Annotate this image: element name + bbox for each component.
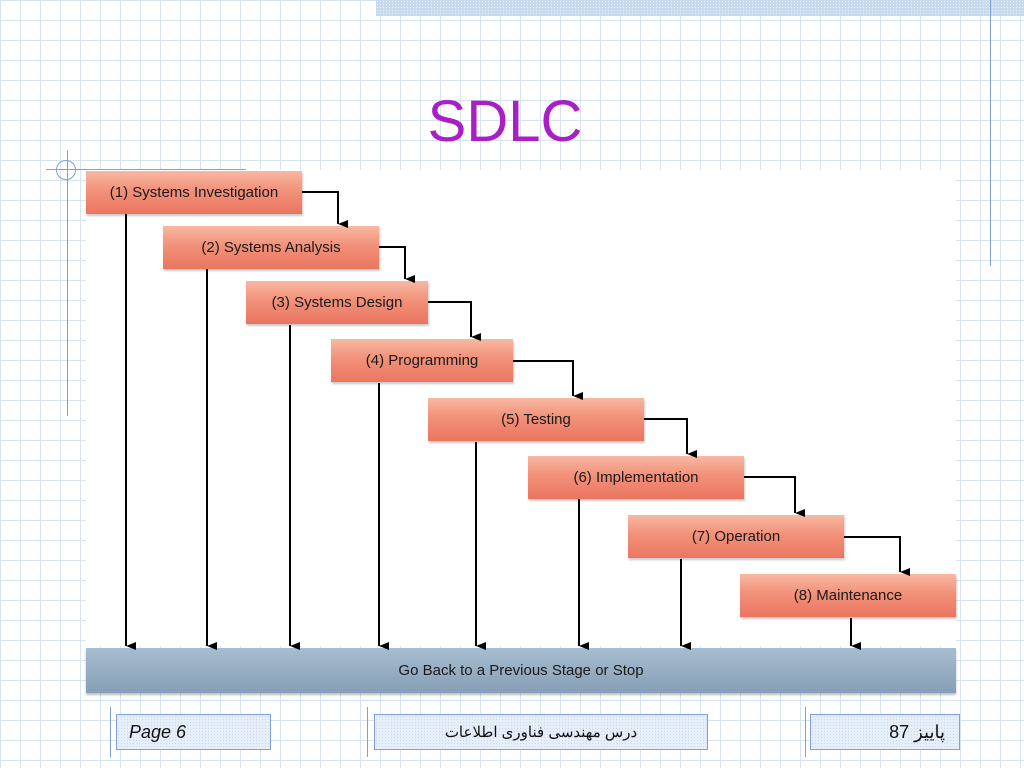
footer-page-box: Page 6 xyxy=(116,714,271,750)
footer-course-box: درس مهندسی فناوری اطلاعات xyxy=(374,714,708,750)
title-underline xyxy=(46,169,246,170)
arrow-6-to-7 xyxy=(744,476,805,517)
arrow-7-to-8 xyxy=(844,536,910,576)
stage-testing: (5) Testing xyxy=(428,398,644,441)
top-decorative-band xyxy=(376,0,1024,16)
stage-implementation: (6) Implementation xyxy=(528,456,744,499)
stage-systems-investigation: (1) Systems Investigation xyxy=(86,171,302,214)
stage-maintenance: (8) Maintenance xyxy=(740,574,956,617)
arrow-2-to-3 xyxy=(379,246,415,283)
stage-systems-analysis: (2) Systems Analysis xyxy=(163,226,379,269)
arrow-5-to-6 xyxy=(644,418,697,458)
return-bar: Go Back to a Previous Stage or Stop xyxy=(86,648,956,693)
arrow-3-to-4 xyxy=(428,301,481,341)
right-decorative-line xyxy=(990,0,991,266)
footer-term-box: پاییز 87 xyxy=(810,714,960,750)
stage-systems-design: (3) Systems Design xyxy=(246,281,428,324)
footer-course-name: درس مهندسی فناوری اطلاعات xyxy=(444,724,638,741)
footer-left-tick xyxy=(110,707,111,757)
footer-page-number: Page 6 xyxy=(129,721,187,742)
arrow-4-to-5 xyxy=(513,360,583,400)
footer-right-tick xyxy=(805,707,806,757)
arrow-1-to-2 xyxy=(302,191,348,228)
stage-programming: (4) Programming xyxy=(331,339,513,382)
footer-term: پاییز 87 xyxy=(889,721,945,742)
footer-center-tick xyxy=(367,707,368,757)
stage-operation: (7) Operation xyxy=(628,515,844,558)
circle-ornament xyxy=(56,160,76,180)
left-decorative-line xyxy=(67,150,68,416)
slide-title: SDLC xyxy=(427,89,583,154)
